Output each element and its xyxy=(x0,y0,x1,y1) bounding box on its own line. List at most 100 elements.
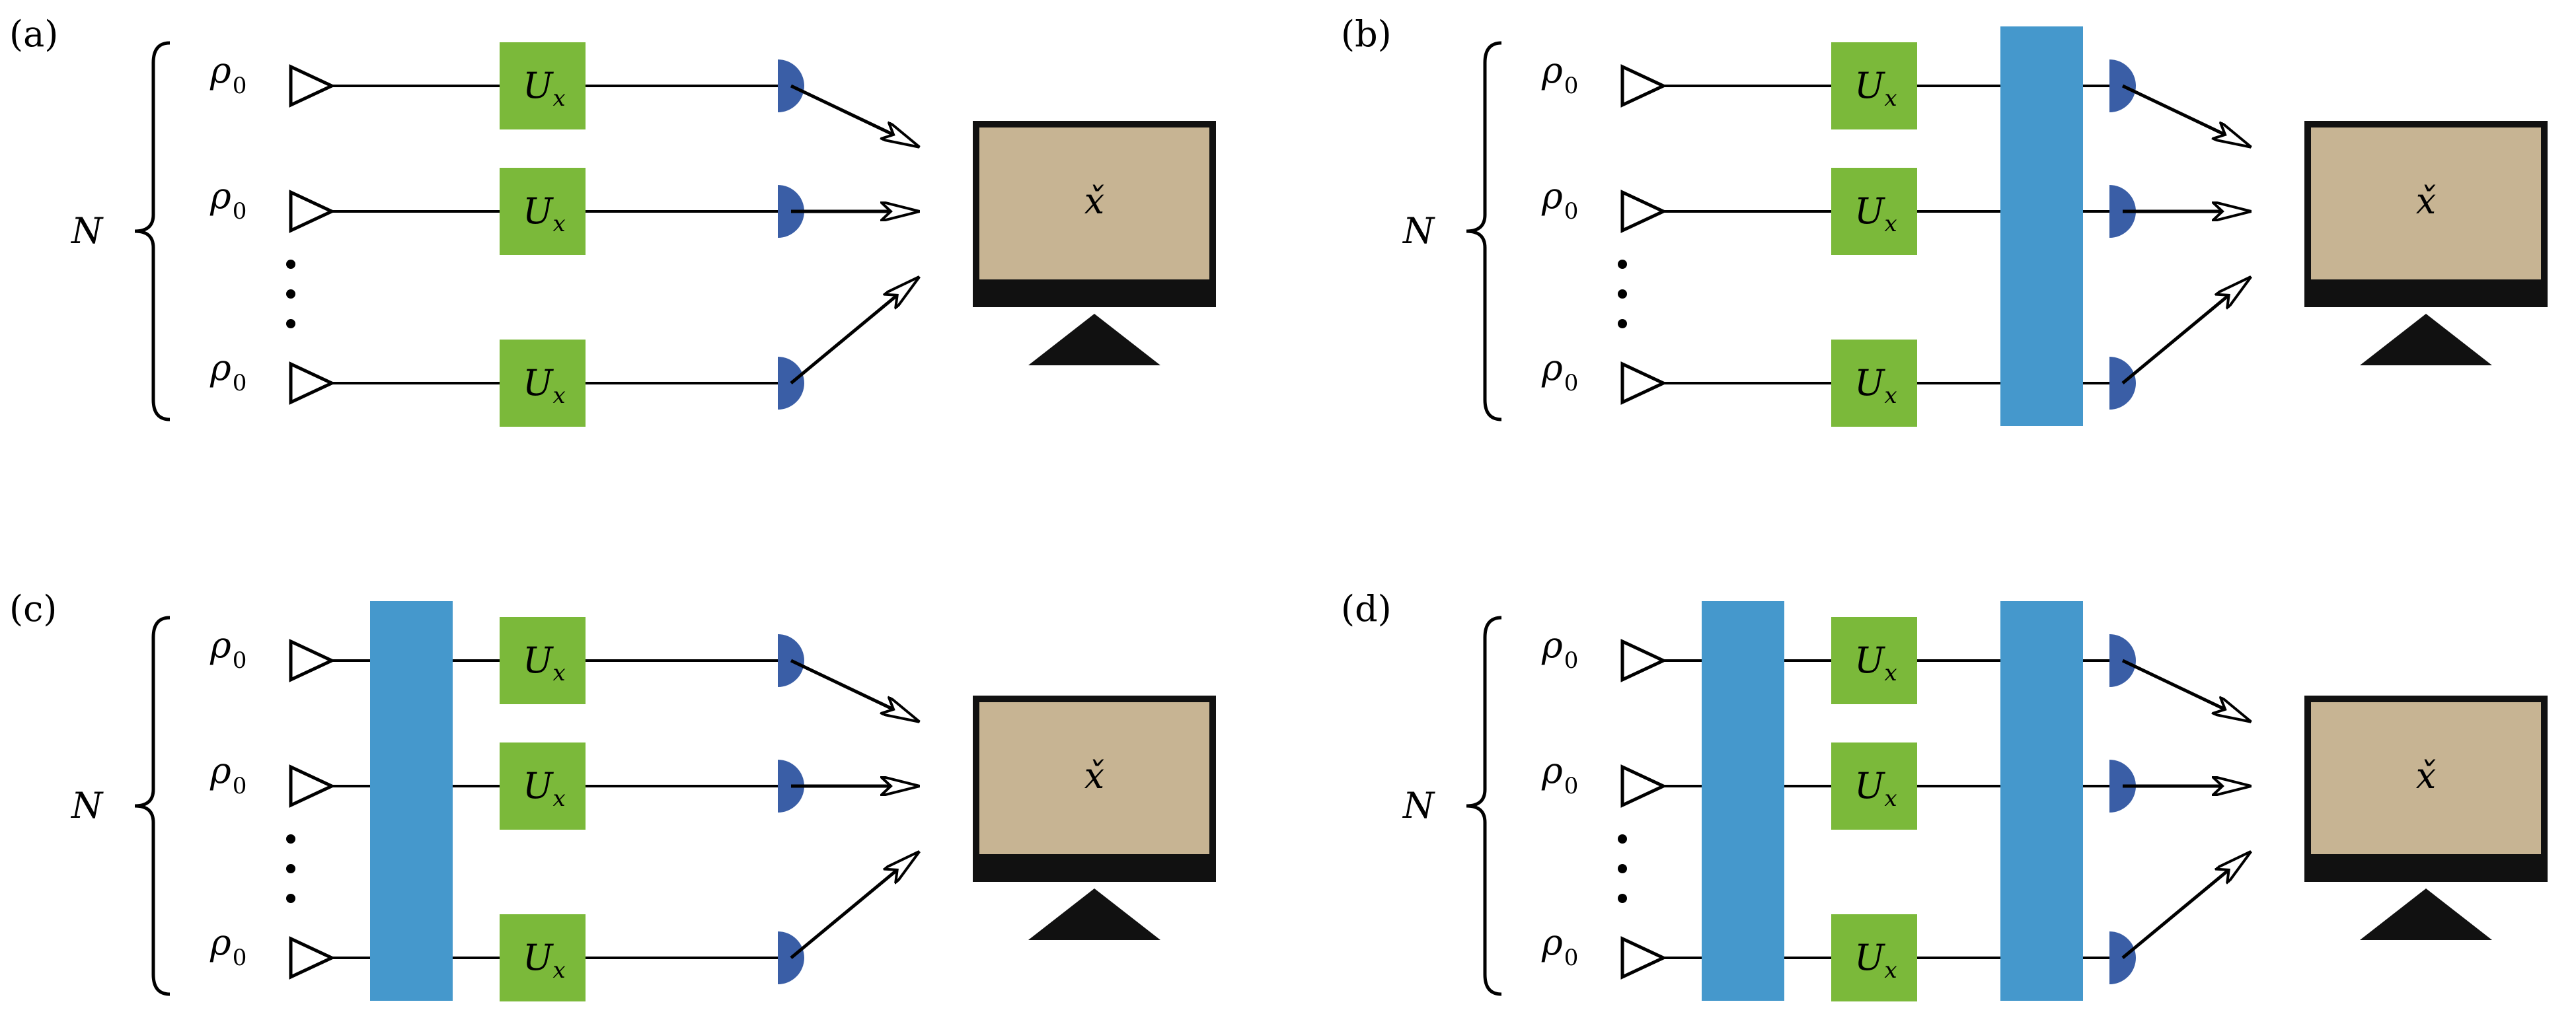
probe-row: ρ0 Ux xyxy=(209,277,919,427)
initial-state-label: ρ0 xyxy=(1541,624,1578,674)
unitary-label: Ux xyxy=(1854,639,1897,686)
triangle-source-icon xyxy=(1620,936,1667,980)
monitor-screen xyxy=(2311,127,2541,279)
estimator-label: x̌ xyxy=(2416,755,2436,797)
monitor-icon: x̌ xyxy=(973,121,1216,365)
unitary-gate: Ux xyxy=(1831,168,1917,255)
unitary-gate: Ux xyxy=(1831,340,1917,427)
ellipsis-dot xyxy=(1618,319,1627,328)
entangling-operation-before xyxy=(1702,601,1784,1001)
entangling-operation-after xyxy=(2000,26,2083,426)
unitary-gate: Ux xyxy=(500,742,586,830)
unitary-gate: Ux xyxy=(500,914,586,1001)
entangling-operation-before xyxy=(370,601,453,1001)
readout-arrow xyxy=(2121,84,2250,147)
ellipsis-dot xyxy=(286,834,295,844)
estimator-label: x̌ xyxy=(1084,180,1104,222)
triangle-source-icon xyxy=(1620,361,1667,405)
triangle-source-icon xyxy=(289,936,336,980)
unitary-label: Ux xyxy=(523,937,566,984)
unitary-gate: Ux xyxy=(1831,42,1917,129)
ellipsis-dot xyxy=(286,319,295,328)
triangle-source-icon xyxy=(289,764,336,808)
triangle-source-icon xyxy=(289,361,336,405)
triangle-source-icon xyxy=(1620,639,1667,682)
probe-row: ρ0 Ux xyxy=(1541,168,2250,255)
unitary-gate: Ux xyxy=(500,617,586,704)
ellipsis-dot xyxy=(1618,289,1627,299)
initial-state-label: ρ0 xyxy=(209,50,246,99)
monitor-stand xyxy=(1028,888,1160,940)
initial-state-label: ρ0 xyxy=(1541,922,1578,971)
unitary-label: Ux xyxy=(1854,765,1897,812)
triangle-source-icon xyxy=(1620,64,1667,108)
unitary-label: Ux xyxy=(523,65,566,112)
probe-brace xyxy=(134,41,170,421)
unitary-label: Ux xyxy=(523,765,566,812)
probe-brace xyxy=(1466,616,1502,996)
initial-state-label: ρ0 xyxy=(209,750,246,799)
ellipsis-dot xyxy=(1618,260,1627,269)
ellipsis-dot xyxy=(286,894,295,903)
initial-state-label: ρ0 xyxy=(1541,175,1578,225)
readout-arrow xyxy=(790,277,919,384)
ellipsis-dot xyxy=(286,260,295,269)
readout-arrow xyxy=(790,659,919,721)
unitary-label: Ux xyxy=(1854,362,1897,409)
triangle-source-icon xyxy=(1620,190,1667,233)
unitary-gate: Ux xyxy=(1831,914,1917,1001)
unitary-label: Ux xyxy=(523,639,566,686)
probe-count-label: N xyxy=(1402,210,1435,252)
triangle-source-icon xyxy=(289,64,336,108)
unitary-gate: Ux xyxy=(500,340,586,427)
ellipsis-dot xyxy=(1618,834,1627,844)
probe-row: ρ0 Ux xyxy=(209,617,919,721)
unitary-label: Ux xyxy=(1854,190,1897,237)
unitary-label: Ux xyxy=(523,362,566,409)
unitary-gate: Ux xyxy=(1831,742,1917,830)
unitary-gate: Ux xyxy=(1831,617,1917,704)
probe-brace xyxy=(134,616,170,996)
triangle-source-icon xyxy=(289,639,336,682)
probe-row: ρ0 Ux xyxy=(209,742,919,830)
probe-row: ρ0 Ux xyxy=(1541,852,2250,1001)
monitor-stand xyxy=(2360,314,2492,365)
panel-label: (a) xyxy=(9,13,58,55)
initial-state-label: ρ0 xyxy=(209,624,246,674)
estimator-label: x̌ xyxy=(2416,180,2436,222)
initial-state-label: ρ0 xyxy=(209,347,246,396)
unitary-gate: Ux xyxy=(500,168,586,255)
readout-arrow xyxy=(2121,659,2250,721)
probe-row: ρ0 Ux xyxy=(1541,617,2250,721)
readout-arrow xyxy=(2121,277,2250,384)
monitor-icon: x̌ xyxy=(2304,121,2548,365)
monitor-screen xyxy=(979,702,1209,854)
probe-row: ρ0 Ux xyxy=(209,42,919,147)
probe-brace xyxy=(1466,41,1502,421)
readout-arrow xyxy=(2121,852,2250,959)
initial-state-label: ρ0 xyxy=(1541,50,1578,99)
monitor-screen xyxy=(979,127,1209,279)
ellipsis-dot xyxy=(286,864,295,873)
monitor-icon: x̌ xyxy=(973,696,1216,940)
probe-count-label: N xyxy=(70,785,104,826)
monitor-screen xyxy=(2311,702,2541,854)
ellipsis-dot xyxy=(286,289,295,299)
probe-row: ρ0 Ux xyxy=(1541,42,2250,147)
unitary-gate: Ux xyxy=(500,42,586,129)
monitor-icon: x̌ xyxy=(2304,696,2548,940)
entangling-operation-after xyxy=(2000,601,2083,1001)
panel-label: (b) xyxy=(1341,13,1392,55)
triangle-source-icon xyxy=(1620,764,1667,808)
monitor-stand xyxy=(2360,888,2492,940)
ellipsis-dot xyxy=(1618,894,1627,903)
panel-label: (d) xyxy=(1341,588,1392,630)
